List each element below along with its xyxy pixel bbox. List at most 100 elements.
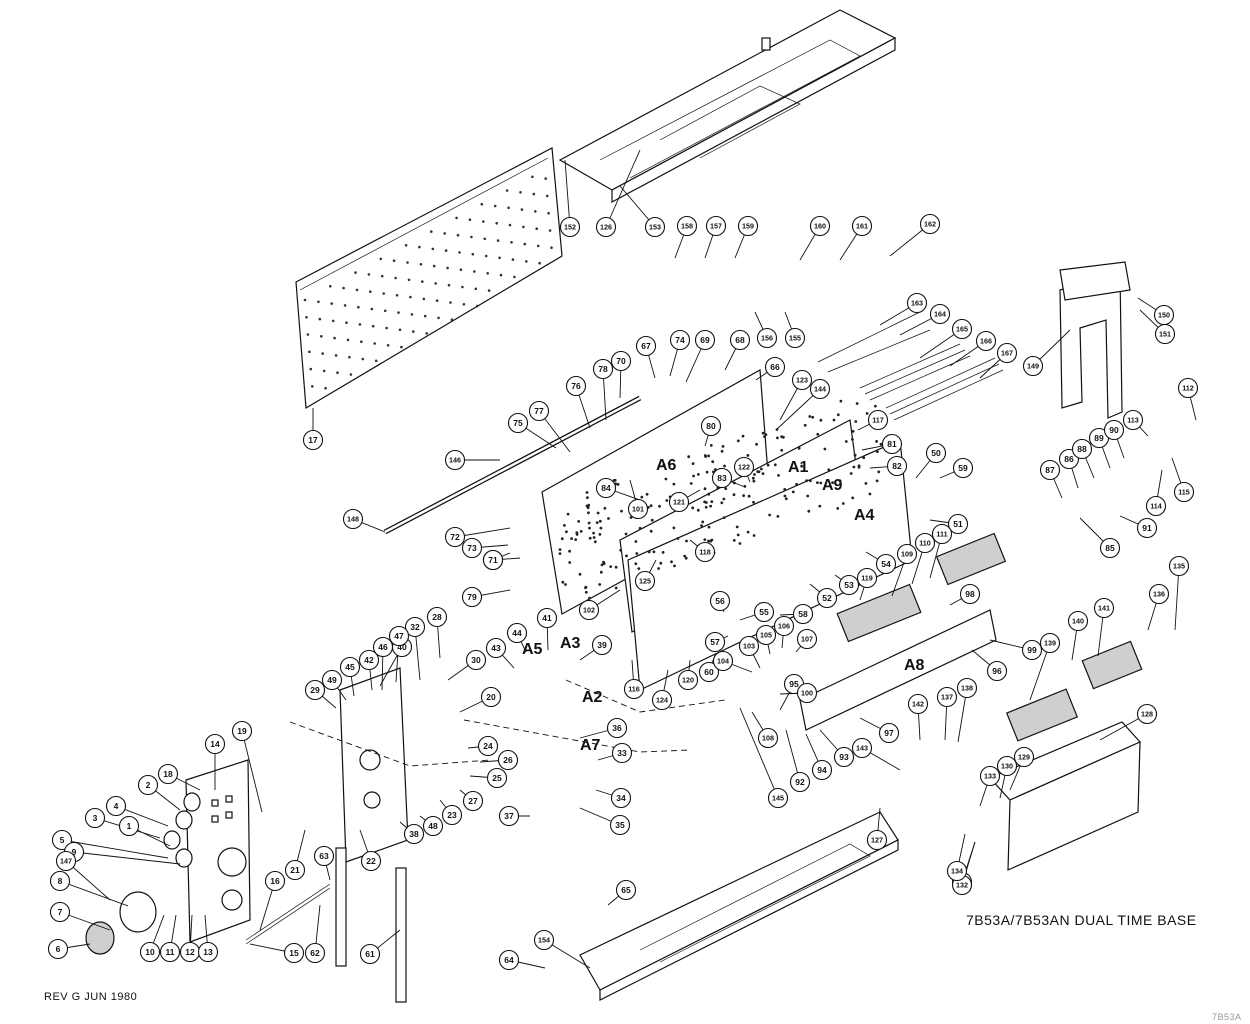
callout-17: 17 [302,429,324,451]
callout-number: 147 [60,857,72,866]
callout-circle [611,742,633,764]
perforation-hole [482,220,485,223]
callout-146: 146 [444,449,466,471]
callout-circle [906,292,928,314]
perforation-hole [531,175,534,179]
perforation-hole [305,316,308,319]
callout-number: 104 [717,657,729,666]
board-component-dot [809,479,812,483]
callout-102: 102 [578,599,600,621]
callout-circle [1148,583,1170,605]
callout-number: 42 [364,655,374,665]
callout-number: 86 [1064,454,1074,464]
callout-number: 130 [1001,762,1013,771]
callout-number: 100 [801,689,813,698]
callout-number: 45 [345,662,355,672]
perforation-hole [425,332,429,335]
callout-78: 78 [592,358,614,380]
callout-154: 154 [533,929,555,951]
board-component-dot [649,529,653,533]
callout-circle [1103,419,1125,441]
board-component-dot [721,445,725,448]
perforation-hole [421,280,424,283]
board-component-dot [670,560,673,564]
callout-circle [321,669,343,691]
board-component-dot [732,539,736,542]
board-component-dot [684,556,688,560]
callout-circle [755,624,777,646]
callout-38: 38 [403,823,425,845]
callout-number: 95 [789,679,799,689]
callout-52: 52 [816,587,838,609]
callout-number: 17 [308,435,318,445]
callout-circle [139,941,161,963]
callout-number: 51 [953,519,963,529]
callout-165: 165 [951,318,973,340]
board-component-dot [592,536,596,539]
perforation-hole [523,242,527,246]
callout-circle [360,850,382,872]
callout-number: 68 [735,335,745,345]
callout-number: 155 [789,334,801,343]
callout-27: 27 [462,790,484,812]
board-component-dot [755,442,758,446]
board-component-dot [747,494,751,498]
board-component-dot [724,487,728,490]
sub-chassis [339,667,409,863]
board-component-dot [592,531,595,535]
board-component-dot [741,434,745,438]
perforation-hole [318,317,322,321]
callout-circle [651,689,673,711]
callout-109: 109 [896,543,918,565]
callout-number: 124 [656,696,668,705]
callout-88: 88 [1071,438,1093,460]
callout-circle [536,607,558,629]
perforation-hole [397,311,400,314]
callout-circle [784,327,806,349]
callout-143: 143 [851,737,873,759]
perforation-hole [379,257,383,261]
callout-number: 138 [961,684,973,693]
callout-circle [358,649,380,671]
callout-79: 79 [461,586,483,608]
board-component-dot [672,482,676,486]
perforation-hole [407,278,411,282]
callout-91: 91 [1136,517,1158,539]
perforation-hole [306,333,310,336]
callout-141: 141 [1093,597,1115,619]
board-component-dot [561,580,565,584]
callout-number: 20 [486,692,496,702]
board-component-dot [752,500,755,504]
board-component-dot [568,561,572,564]
board-component-dot [647,550,651,554]
board-component-dot [593,540,597,544]
callout-112: 112 [1177,377,1199,399]
board-component-dot [853,453,857,457]
callout-number: 105 [760,631,772,640]
callout-number: 6 [56,944,61,954]
callout-96: 96 [986,660,1008,682]
callout-circle [342,508,364,530]
board-component-dot [776,436,779,440]
callout-number: 66 [770,362,780,372]
callout-number: 93 [839,752,849,762]
perforation-hole [321,352,325,355]
callout-circle [1067,610,1089,632]
callout-12: 12 [179,941,201,963]
perforation-hole [409,295,412,299]
callout-11: 11 [159,941,181,963]
callout-number: 39 [597,640,607,650]
callout-number: 139 [1044,639,1056,648]
perforation-hole [548,229,552,232]
callout-circle [756,327,778,349]
callout-number: 119 [861,574,873,583]
callout-number: 43 [491,643,501,653]
callout-number: 57 [710,637,720,647]
callout-circle [773,615,795,637]
callout-166: 166 [975,330,997,352]
board-component-dot [838,479,842,483]
callout-circle [1173,481,1195,503]
board-component-dot [768,513,771,517]
callout-58: 58 [792,603,814,625]
callout-87: 87 [1039,459,1061,481]
